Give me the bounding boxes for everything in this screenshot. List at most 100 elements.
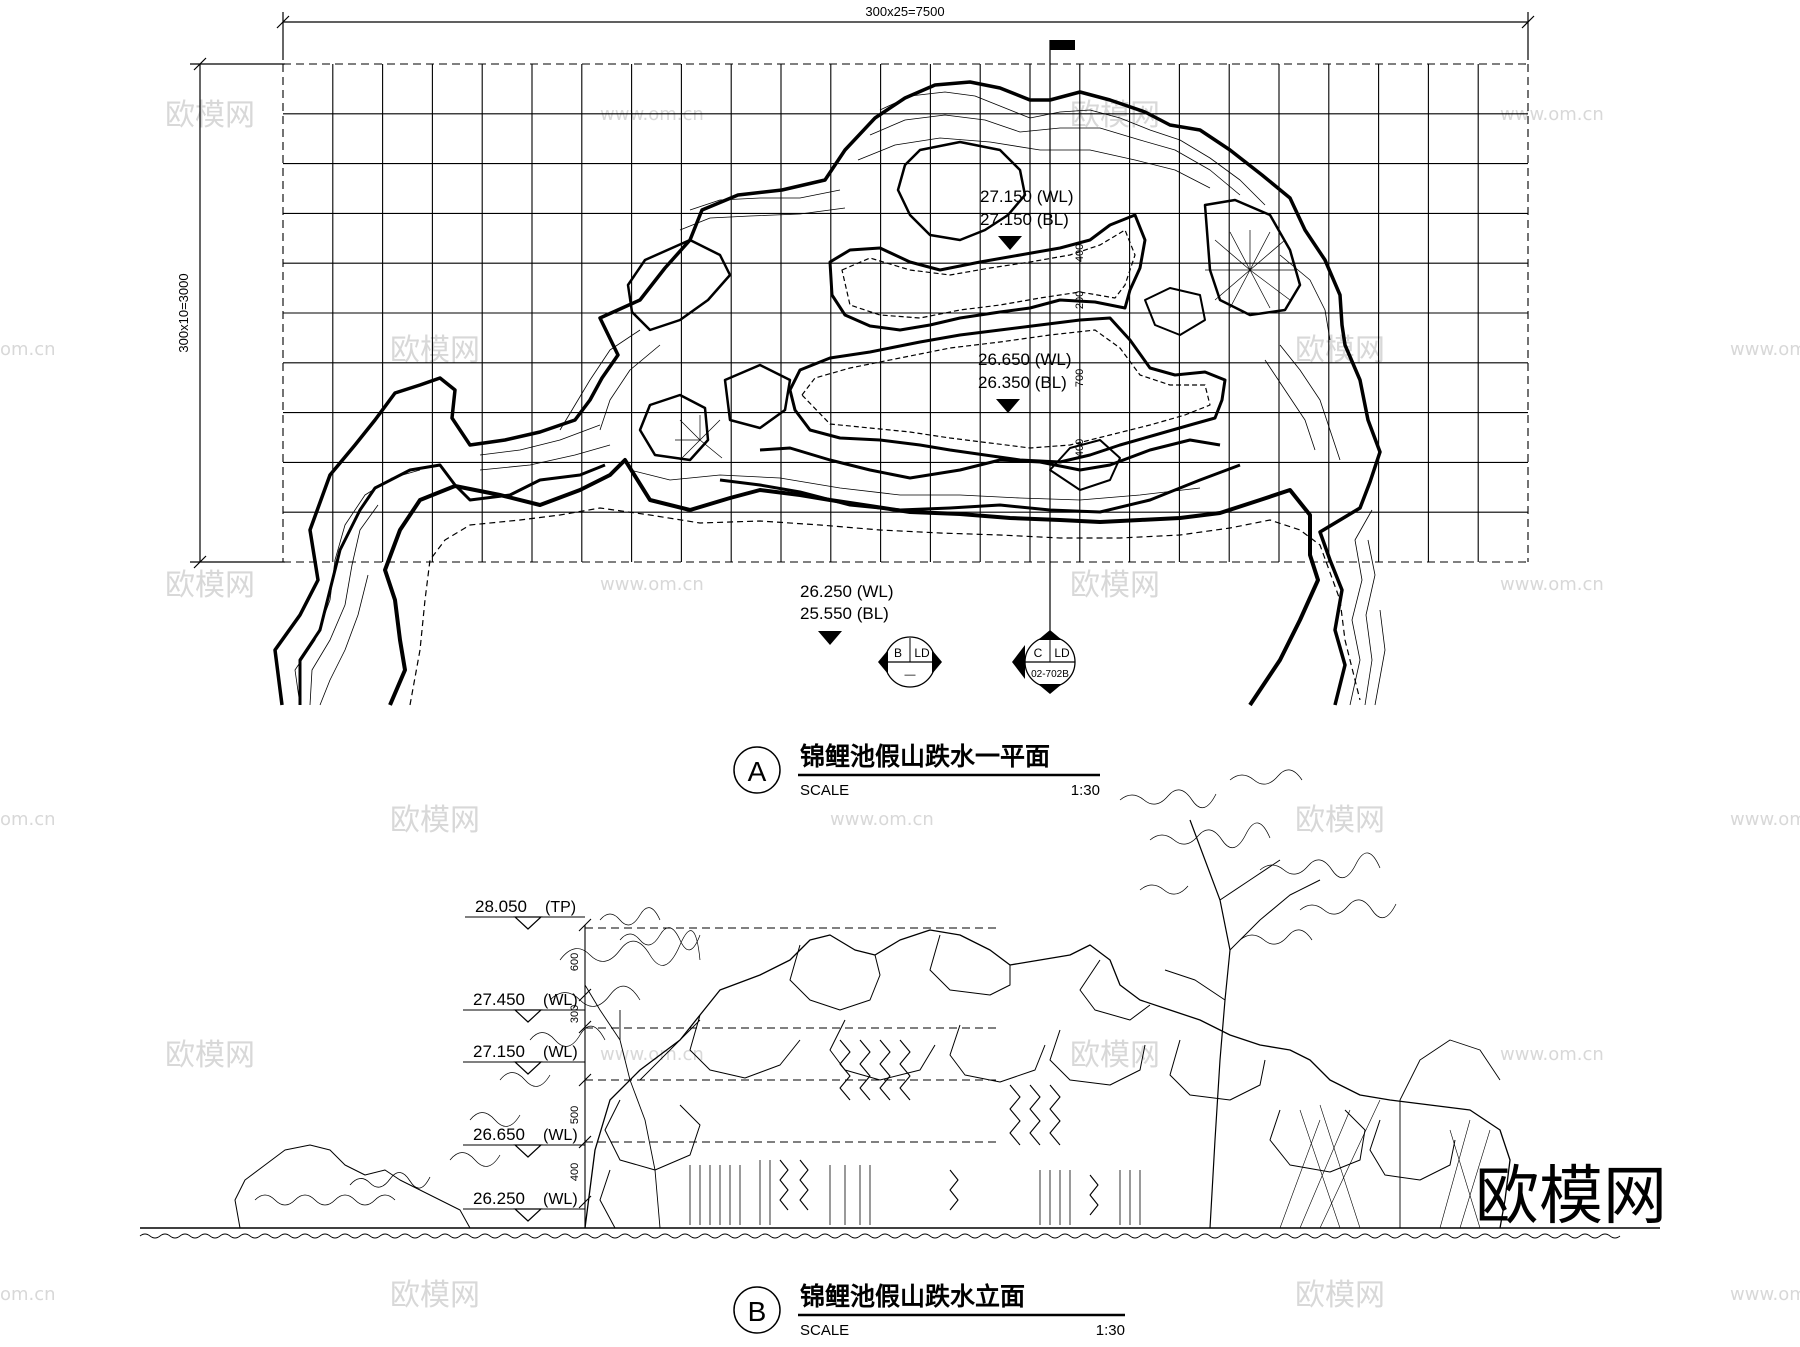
watermark-url: www.om.cn bbox=[600, 1044, 704, 1065]
level-triangle-icon bbox=[513, 1009, 543, 1023]
level-triangle-icon bbox=[818, 631, 842, 645]
watermark-brand: 欧模网 bbox=[1295, 1278, 1385, 1313]
level-triangle-icon bbox=[513, 1061, 543, 1075]
dim-text: 600 bbox=[569, 953, 581, 971]
level-marker: 28.050 (TP) bbox=[465, 897, 585, 930]
height-dimension-label: 300x10=3000 bbox=[176, 273, 191, 352]
level-bl-2: 26.350 (BL) bbox=[978, 373, 1067, 392]
level-marker: 27.150 (WL) bbox=[463, 1042, 585, 1075]
level-wl-3: 26.250 (WL) bbox=[800, 582, 894, 601]
watermark-url: www.om.cn bbox=[830, 809, 934, 830]
level-marker: 26.650 (WL) bbox=[463, 1125, 585, 1158]
level-tag: (WL) bbox=[543, 992, 578, 1009]
ground-line bbox=[139, 1227, 1660, 1239]
level-bl-1: 27.150 (BL) bbox=[980, 210, 1069, 229]
dim-text: 400 bbox=[1074, 439, 1086, 457]
level-marker: 27.150 (WL) 27.150 (BL) bbox=[980, 187, 1074, 250]
level-marker: 27.450 (WL) bbox=[463, 990, 585, 1023]
level-value: 27.150 bbox=[473, 1042, 525, 1061]
dim-text: 400 bbox=[1074, 244, 1086, 262]
watermark-url: www.om.cn bbox=[1500, 1044, 1604, 1065]
elevation-scale-value: 1:30 bbox=[1096, 1322, 1125, 1339]
watermark-url: www.om.cn bbox=[1500, 104, 1604, 125]
layout-grid bbox=[282, 63, 1529, 563]
watermark-brand: 欧模网 bbox=[1070, 98, 1160, 133]
level-wl-1: 27.150 (WL) bbox=[980, 187, 1074, 206]
watermark-url: www.om.cn bbox=[600, 574, 704, 595]
watermark-layer: 欧模网 欧模网 www.om.cn www.om.cn om.cn 欧模网 欧模… bbox=[0, 98, 1800, 1313]
watermark-url: om.cn bbox=[0, 809, 56, 830]
level-triangle-icon bbox=[513, 1208, 543, 1222]
plan-vertical-dims: 400 200 700 400 bbox=[1074, 244, 1086, 457]
level-tag: (TP) bbox=[545, 899, 576, 916]
plan-scale-value: 1:30 bbox=[1071, 782, 1100, 799]
elevation-dim-texts: 600 300 500 400 bbox=[569, 953, 581, 1181]
level-tag: (WL) bbox=[543, 1127, 578, 1144]
level-marker: 26.250 (WL) bbox=[463, 1189, 585, 1222]
elevation-levels: 28.050 (TP) 27.450 (WL) 27.150 (WL) 26.6… bbox=[463, 897, 585, 1222]
watermark-url: www.om.cn bbox=[1730, 339, 1800, 360]
watermark-brand: 欧模网 bbox=[390, 333, 480, 368]
section-id: B bbox=[894, 646, 902, 660]
dim-text: 300 bbox=[569, 1005, 581, 1023]
section-mark-c: C LD 02-702B bbox=[1012, 630, 1076, 694]
level-triangle-icon bbox=[513, 1144, 543, 1158]
watermark-url: om.cn bbox=[0, 1284, 56, 1305]
elevation-scale-label: SCALE bbox=[800, 1322, 849, 1339]
width-dimension-label: 300x25=7500 bbox=[865, 4, 944, 19]
watermark-brand: 欧模网 bbox=[390, 1278, 480, 1313]
level-triangle-icon bbox=[513, 916, 543, 930]
dim-text: 400 bbox=[569, 1163, 581, 1181]
dim-text: 700 bbox=[1074, 369, 1086, 387]
section-id: C bbox=[1034, 646, 1043, 660]
watermark-brand: 欧模网 bbox=[1295, 333, 1385, 368]
level-value: 26.650 bbox=[473, 1125, 525, 1144]
dim-text: 200 bbox=[1074, 291, 1086, 309]
watermark-brand: 欧模网 bbox=[1070, 1038, 1160, 1073]
level-tag: (WL) bbox=[543, 1044, 578, 1061]
rockery-elevation bbox=[234, 769, 1511, 1229]
elevation-title-tag: B bbox=[748, 1296, 767, 1327]
section-ref: — bbox=[905, 669, 916, 681]
watermark-brand: 欧模网 bbox=[165, 1038, 255, 1073]
level-tag: (WL) bbox=[543, 1191, 578, 1208]
level-wl-2: 26.650 (WL) bbox=[978, 350, 1072, 369]
watermark-url: www.om.cn bbox=[600, 104, 704, 125]
level-triangle-icon bbox=[998, 236, 1022, 250]
watermark-url: om.cn bbox=[0, 339, 56, 360]
watermark-brand: 欧模网 bbox=[1295, 803, 1385, 838]
section-mark-b: B LD — bbox=[878, 636, 942, 688]
plan-title: 锦鲤池假山跌水一平面 bbox=[800, 742, 1050, 771]
section-ref: 02-702B bbox=[1031, 669, 1069, 680]
watermark-brand: 欧模网 bbox=[165, 98, 255, 133]
plan-title-block: A 锦鲤池假山跌水一平面 SCALE 1:30 bbox=[733, 742, 1100, 799]
level-reference-lines bbox=[585, 927, 1000, 1143]
level-value: 28.050 bbox=[475, 897, 527, 916]
section-sheet: LD bbox=[1054, 646, 1070, 660]
level-bl-3: 25.550 (BL) bbox=[800, 604, 889, 623]
elevation-title: 锦鲤池假山跌水立面 bbox=[800, 1282, 1025, 1311]
watermark-url: www.om.cn bbox=[1730, 809, 1800, 830]
watermark-url: www.om.cn bbox=[1500, 574, 1604, 595]
section-sheet: LD bbox=[914, 646, 930, 660]
level-marker: 26.250 (WL) 25.550 (BL) bbox=[800, 582, 894, 645]
plan-view: 300x25=7500 300x10=3000 bbox=[176, 4, 1535, 799]
elevation-view: 600 300 500 400 28.050 (TP) 27.450 (WL) bbox=[139, 769, 1667, 1339]
level-marker: 26.650 (WL) 26.350 (BL) bbox=[978, 350, 1072, 413]
rockery-contours bbox=[273, 80, 1386, 707]
dim-text: 500 bbox=[569, 1106, 581, 1124]
level-value: 26.250 bbox=[473, 1189, 525, 1208]
watermark-url: www.om.cn bbox=[1730, 1284, 1800, 1305]
height-dimension bbox=[190, 57, 285, 569]
plan-scale-label: SCALE bbox=[800, 782, 849, 799]
level-value: 27.450 bbox=[473, 990, 525, 1009]
width-dimension bbox=[276, 12, 1535, 60]
elevation-title-block: B 锦鲤池假山跌水立面 SCALE 1:30 bbox=[733, 1282, 1125, 1339]
plan-title-tag: A bbox=[748, 756, 767, 787]
level-triangle-icon bbox=[996, 399, 1020, 413]
watermark-brand: 欧模网 bbox=[390, 803, 480, 838]
watermark-brand: 欧模网 bbox=[1070, 568, 1160, 603]
watermark-brand: 欧模网 bbox=[165, 568, 255, 603]
brand-logo: 欧模网 bbox=[1475, 1160, 1667, 1234]
